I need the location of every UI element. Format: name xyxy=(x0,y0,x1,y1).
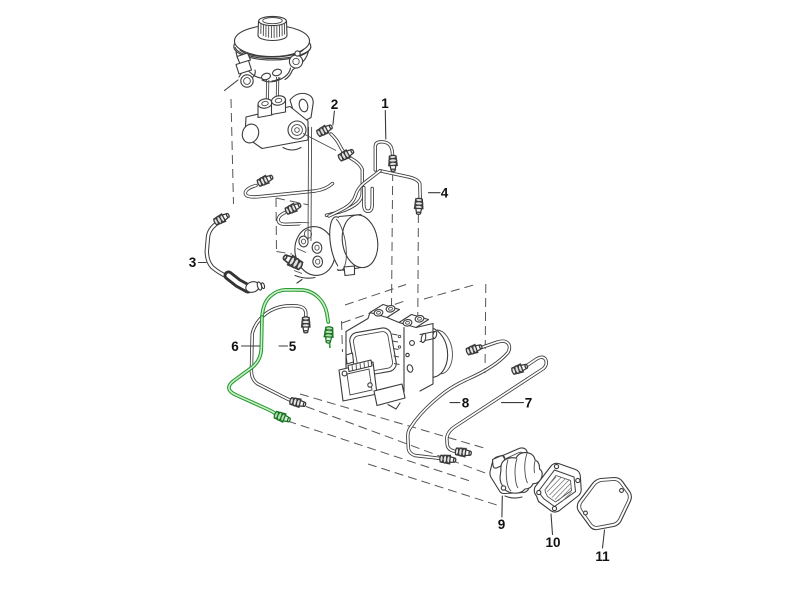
svg-text:1: 1 xyxy=(381,96,389,111)
svg-text:10: 10 xyxy=(545,535,560,550)
svg-text:5: 5 xyxy=(289,339,297,354)
svg-text:7: 7 xyxy=(525,396,533,411)
svg-text:8: 8 xyxy=(462,396,470,411)
svg-text:6: 6 xyxy=(231,339,239,354)
svg-text:2: 2 xyxy=(331,97,339,112)
svg-text:4: 4 xyxy=(441,186,449,201)
svg-text:9: 9 xyxy=(498,517,506,532)
svg-text:11: 11 xyxy=(595,549,610,564)
svg-text:3: 3 xyxy=(189,255,197,270)
